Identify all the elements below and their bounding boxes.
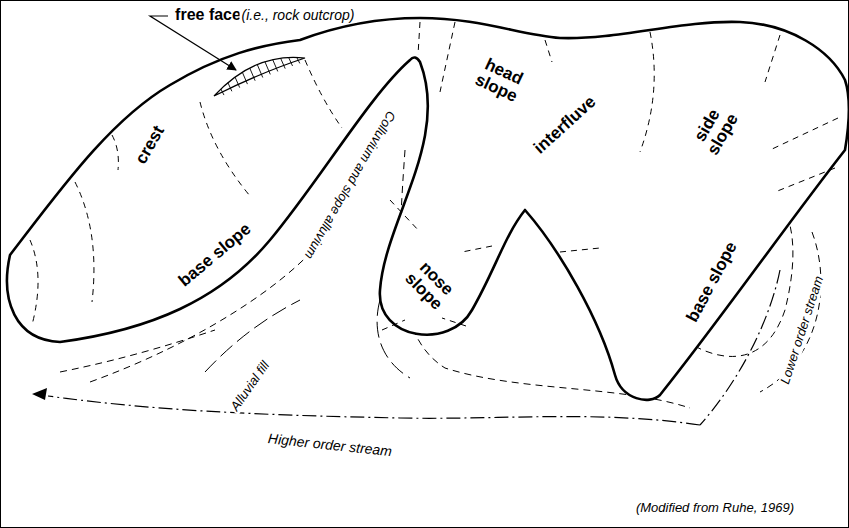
landform-label: base slope [174, 219, 256, 292]
deposit-label: Colluvium and slope alluvium [301, 107, 399, 263]
flow-arrow [32, 388, 47, 400]
landform-label: head slope [466, 51, 535, 108]
alluvial-fill-boundary [205, 300, 410, 378]
free-face-outcrop [214, 57, 305, 96]
hatch-stroke [273, 60, 278, 72]
deposit-label: Alluvial fill [227, 357, 273, 415]
hatch-stroke [297, 57, 300, 63]
hatch-stroke [265, 62, 270, 75]
landform-label: side slope [685, 96, 745, 165]
landform-label: free face [173, 7, 243, 24]
landform-label: nose slope [397, 252, 464, 319]
leader-arrow [150, 16, 236, 70]
hatch-stroke [250, 68, 255, 81]
landform-label: interfluve [529, 91, 601, 158]
hatch-stroke [289, 57, 293, 66]
hatch-stroke [235, 77, 240, 88]
source-caption: (Modified from Ruhe, 1969) [634, 501, 796, 515]
stream-label: Lower order stream [777, 272, 826, 387]
hatch-stroke [257, 65, 263, 78]
upland-outline [7, 18, 849, 400]
slope-element-boundaries [30, 22, 838, 330]
stream-label: Higher order stream [265, 431, 394, 459]
hatch-stroke [242, 72, 247, 84]
hatch-stroke [228, 83, 232, 92]
note-label: (i.e., rock outcrop) [240, 8, 357, 23]
hatch-stroke [221, 89, 224, 95]
landform-label: crest [131, 121, 169, 169]
free-face-hatching [221, 57, 300, 95]
landform-label: base slope [683, 237, 742, 326]
hatch-stroke [281, 58, 286, 69]
